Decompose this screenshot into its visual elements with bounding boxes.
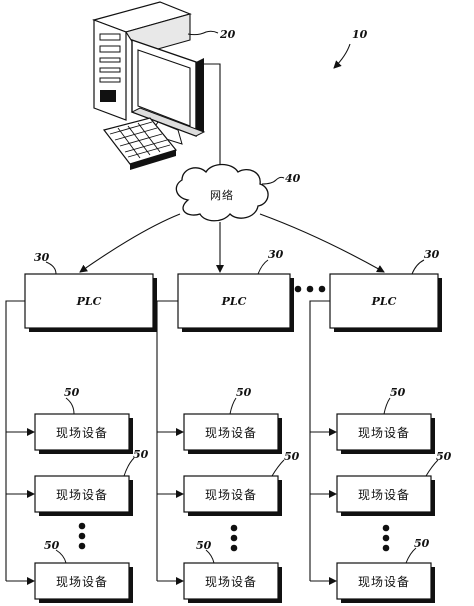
network-ref-label: 40 — [285, 172, 301, 185]
device-ref-leader — [65, 397, 75, 415]
device-ref-label: 50 — [196, 539, 212, 552]
device-ref-leader — [205, 549, 215, 564]
device-ref-label: 50 — [44, 539, 60, 552]
field-device-box — [34, 562, 130, 600]
device-ref-label: 50 — [390, 386, 406, 399]
computer-icon — [92, 1, 206, 170]
plc-ref-leader — [45, 261, 57, 275]
field-device-box — [183, 413, 279, 451]
device-ellipsis — [78, 522, 86, 550]
network-cloud-icon — [175, 163, 269, 222]
network-label: 网络 — [210, 188, 234, 202]
network-ref-leader — [261, 176, 285, 185]
plc-column-3: PLC 30 现场设备 50 现场设备 50 现场设备 50 — [309, 248, 452, 603]
network-plc3-wire — [259, 213, 385, 273]
device-ref-label: 50 — [133, 448, 149, 461]
field-device-label: 现场设备 — [205, 488, 257, 502]
plc-column-2: PLC 30 现场设备 50 现场设备 50 现场设备 50 — [156, 248, 300, 603]
plc-ref-label: 30 — [424, 248, 440, 261]
field-device-label: 现场设备 — [358, 575, 410, 589]
computer-network-wire — [196, 63, 224, 186]
field-device-box — [336, 562, 432, 600]
plc-ref-leader — [257, 259, 269, 275]
computer-ref-label: 20 — [219, 28, 236, 41]
field-device-label: 现场设备 — [56, 488, 108, 502]
field-device-label: 现场设备 — [205, 426, 257, 440]
bus-line — [5, 300, 25, 581]
field-device-box — [336, 413, 432, 451]
plc-ellipsis — [294, 285, 326, 293]
network-plc1-wire — [79, 213, 181, 273]
plc-box — [177, 273, 291, 329]
bus-line — [309, 300, 330, 581]
device-ref-leader — [271, 459, 285, 477]
device-ref-leader — [229, 397, 237, 415]
field-device-label: 现场设备 — [205, 575, 257, 589]
plc-ref-label: 30 — [268, 248, 284, 261]
plc-column-1: PLC 30 现场设备 50 现场设备 50 现场设备 50 — [5, 251, 157, 603]
plc-label: PLC — [371, 295, 397, 308]
device-ref-leader — [405, 547, 417, 564]
device-ref-leader — [425, 459, 439, 477]
field-device-box — [34, 475, 130, 513]
field-device-label: 现场设备 — [358, 426, 410, 440]
field-device-label: 现场设备 — [358, 488, 410, 502]
device-ref-leader — [383, 397, 391, 415]
field-device-box — [183, 562, 279, 600]
system-ref-arrow — [333, 43, 351, 69]
field-device-box — [34, 413, 130, 451]
field-device-label: 现场设备 — [56, 575, 108, 589]
device-ref-label: 50 — [436, 450, 452, 463]
device-ref-leader — [123, 457, 135, 477]
plc-ref-label: 30 — [34, 251, 50, 264]
device-ref-label: 50 — [414, 537, 430, 550]
device-ellipsis — [382, 524, 390, 552]
field-device-box — [183, 475, 279, 513]
field-device-label: 现场设备 — [56, 426, 108, 440]
device-ref-label: 50 — [236, 386, 252, 399]
device-ref-leader — [55, 549, 67, 564]
field-device-box — [336, 475, 432, 513]
computer-ref-leader — [187, 30, 219, 36]
device-ellipsis — [230, 524, 238, 552]
plc-label: PLC — [76, 295, 102, 308]
device-ref-label: 50 — [284, 450, 300, 463]
system-ref-label: 10 — [352, 28, 368, 41]
device-ref-label: 50 — [64, 386, 80, 399]
plc-ref-leader — [411, 259, 425, 275]
plc-box — [329, 273, 439, 329]
plc-label: PLC — [221, 295, 247, 308]
bus-line — [156, 300, 178, 581]
